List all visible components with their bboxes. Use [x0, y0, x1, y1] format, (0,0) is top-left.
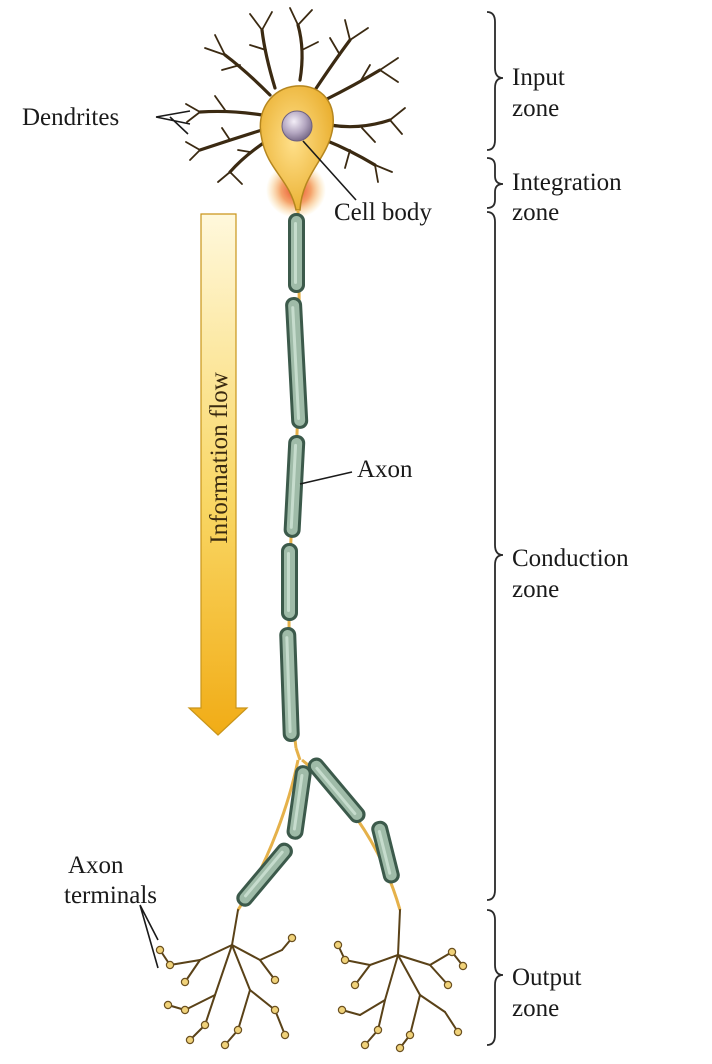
- axon-terminal: [155, 945, 165, 955]
- myelin-segment: [283, 434, 306, 538]
- dendrites-leader: [155, 110, 191, 135]
- svg-text:Output: Output: [512, 964, 582, 991]
- svg-text:Integration: Integration: [512, 169, 622, 196]
- information-flow-label: Information flow: [206, 372, 233, 543]
- axon-terminal: [340, 955, 350, 965]
- zone-label-output: Output zone: [512, 964, 582, 1022]
- axon-terminal: [360, 1040, 370, 1050]
- cell-body-shape: [259, 85, 334, 211]
- svg-text:zone: zone: [512, 199, 559, 226]
- svg-text:zone: zone: [512, 995, 559, 1022]
- myelin-segment: [279, 627, 300, 743]
- dendrite-tree: [185, 7, 406, 185]
- axon-terminal: [458, 961, 468, 971]
- axon-terminal: [337, 1005, 347, 1015]
- output-zone-brace: [486, 909, 504, 1046]
- axon-terminals-label-line1: Axon: [68, 852, 124, 879]
- zone-label-input: Input zone: [512, 64, 565, 122]
- integration-zone-brace: [486, 157, 504, 209]
- cell-body-label: Cell body: [334, 199, 432, 226]
- axon-terminal: [405, 1030, 415, 1040]
- axon-terminal: [395, 1043, 405, 1053]
- myelin-segment: [288, 213, 305, 293]
- conduction-zone-brace: [486, 211, 504, 901]
- axon-terminal: [270, 975, 280, 985]
- axon-terminal: [233, 1025, 243, 1035]
- axon-terminals-label-line2: terminals: [64, 882, 157, 909]
- myelin-segment: [281, 543, 298, 621]
- axon-terminal: [447, 947, 457, 957]
- axon-terminal: [220, 1040, 230, 1050]
- myelin-segment: [285, 297, 309, 429]
- myelin-segment: [236, 842, 293, 907]
- axon-terminal: [163, 1000, 173, 1010]
- axon-terminal: [280, 1030, 290, 1040]
- nucleus: [281, 110, 313, 142]
- axon-label: Axon: [357, 456, 413, 483]
- myelin-segment: [371, 820, 400, 884]
- information-flow-arrow: Information flow: [187, 213, 249, 736]
- axon-terminal-arbor-left: [155, 909, 297, 1050]
- axon-terminal: [373, 1025, 383, 1035]
- zone-label-conduction: Conduction zone: [512, 545, 629, 603]
- axon-terminal: [350, 980, 360, 990]
- axon-terminal: [270, 1005, 280, 1015]
- axon-terminal: [180, 1005, 190, 1015]
- cell-body-leader: [302, 140, 357, 201]
- axon-terminal: [200, 1020, 210, 1030]
- zone-label-integration: Integration zone: [512, 169, 622, 226]
- axon-shape: [236, 209, 402, 911]
- svg-text:Conduction: Conduction: [512, 545, 629, 572]
- svg-text:zone: zone: [512, 576, 559, 603]
- axon-leader: [299, 471, 353, 485]
- svg-text:Input: Input: [512, 64, 565, 91]
- axon-terminal: [165, 960, 175, 970]
- myelin-segment: [307, 757, 366, 824]
- axon-terminal-arbor-right: [333, 909, 468, 1053]
- dendrites-label: Dendrites: [22, 104, 119, 131]
- input-zone-brace: [486, 11, 504, 151]
- axon-terminal: [180, 977, 190, 987]
- myelin-segment: [286, 765, 312, 840]
- axon-terminals-leader: [139, 904, 159, 969]
- axon-terminal: [185, 1035, 195, 1045]
- axon-terminal: [333, 940, 343, 950]
- axon-terminal: [287, 933, 297, 943]
- axon-terminal: [453, 1027, 463, 1037]
- zone-braces: [486, 11, 504, 1046]
- axon-terminal: [443, 980, 453, 990]
- leader-lines: [139, 110, 357, 969]
- svg-text:zone: zone: [512, 95, 559, 122]
